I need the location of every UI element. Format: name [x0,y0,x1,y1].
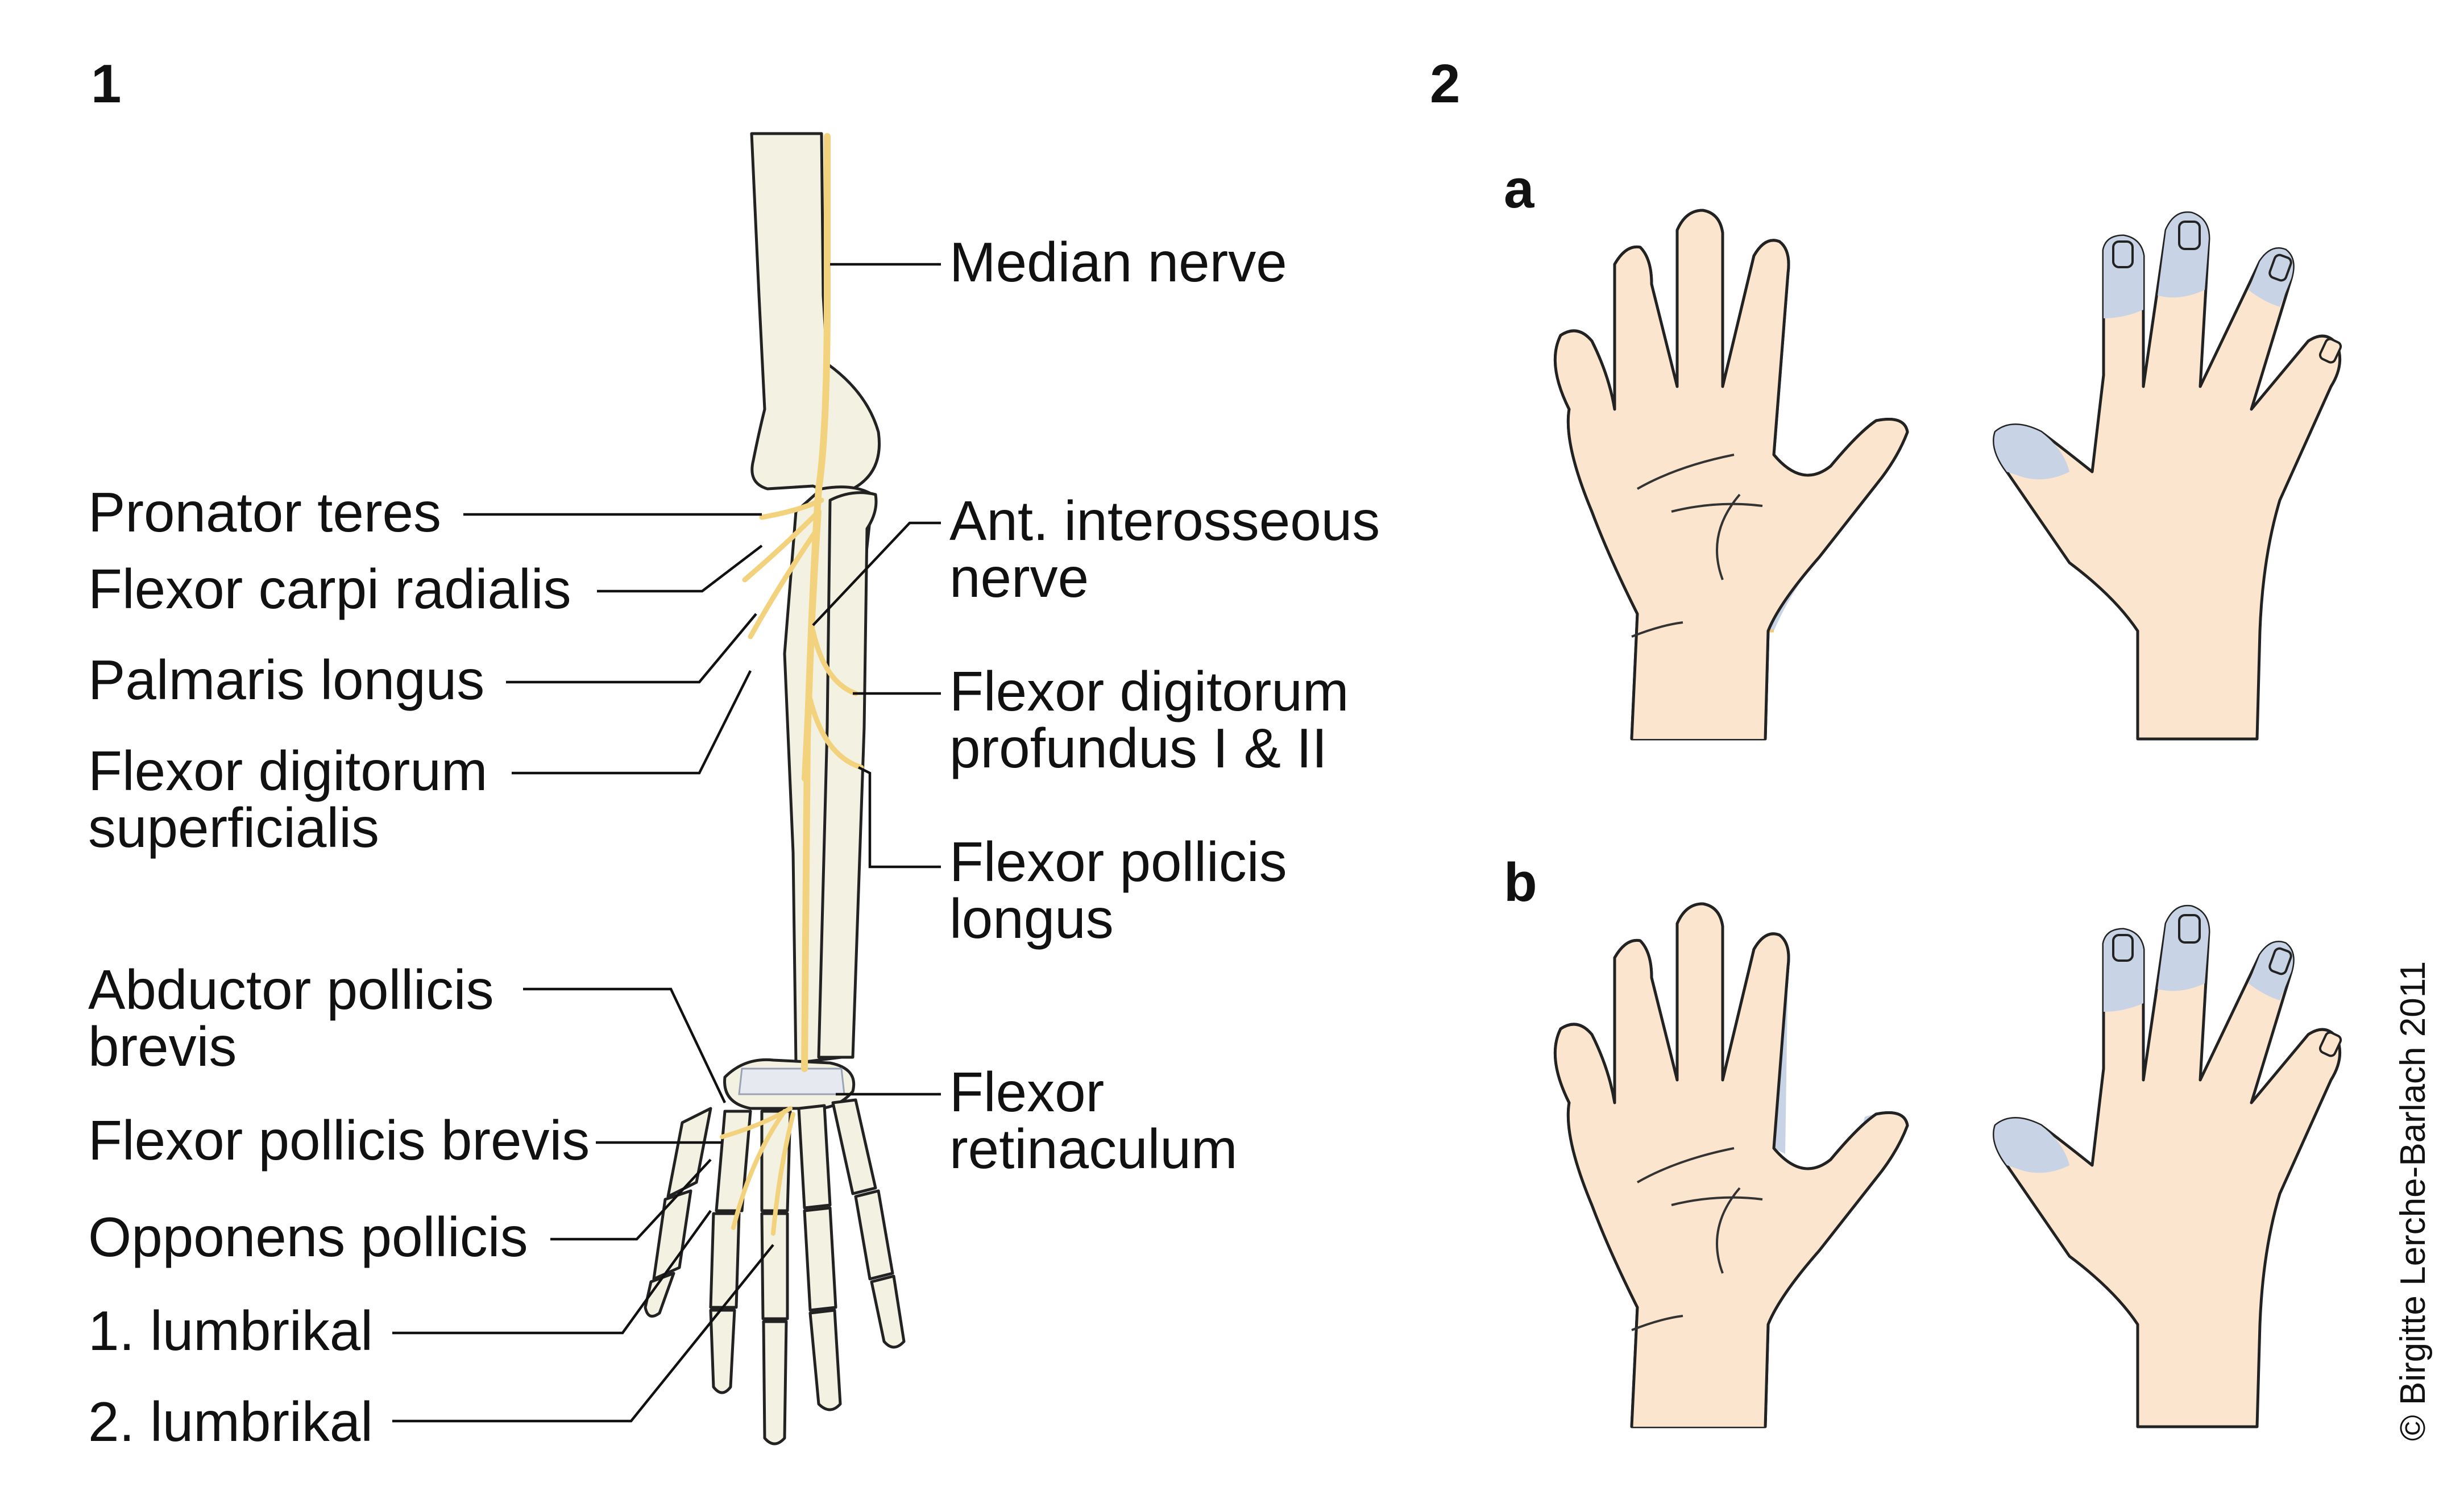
right-labels: Median nerve Ant. interosseous nerve Fle… [949,231,1380,1180]
label-ant-interosseous-2: nerve [949,546,1089,609]
label-flexor-pollicis-brevis: Flexor pollicis brevis [88,1109,590,1172]
humerus [750,132,881,493]
digital-branch-1 [731,1109,787,1230]
panel-label-a: a [1504,159,1534,219]
middle-tip [762,1320,788,1445]
thumb-metacarpal [666,1107,712,1198]
fpl-branch [807,696,864,770]
hand-b-dorsal [1993,904,2342,1428]
little-phalanx [854,1189,894,1281]
index-phalanx [709,1212,741,1309]
digital-branch-2 [771,1112,795,1236]
label-fdp-2: profundus I & II [949,717,1328,779]
middle-phalanx [760,1212,789,1320]
copyright-notice: © Birgitte Lerche-Barlach 2011 [2394,961,2433,1441]
hand-a-nail-little [2318,338,2342,364]
left-labels: Pronator teres Flexor carpi radialis Pal… [88,481,590,1453]
leader-palmaris-longus [506,613,757,684]
leader-opponens-pollicis [550,1158,712,1241]
label-pronator-teres: Pronator teres [88,481,441,543]
little-metacarpal [831,1098,877,1195]
hand-b-palm-crease-3 [1716,1187,1741,1274]
hand-b-nail-little [2318,1031,2342,1057]
fdp-branch [810,628,858,696]
label-palmaris-longus: Palmaris longus [88,649,484,711]
leader-flexor-carpi-radialis [597,545,763,593]
thumb-phalanx [652,1189,692,1281]
label-1-lumbrikal: 1. lumbrikal [88,1299,373,1362]
label-flexor-retinaculum-1: Flexor [949,1061,1104,1123]
thumb-tip [644,1272,675,1318]
pronator-teres-branch [759,497,824,520]
label-fpl-2: longus [949,887,1114,950]
ring-tip [808,1309,842,1411]
hand-a-wrist-crease [1631,621,1683,638]
hand-b-nail-middle [2178,914,2201,944]
palmaris-longus-branch [748,526,820,639]
label-flexor-carpi-radialis: Flexor carpi radialis [88,558,571,620]
panel-label-b: b [1504,852,1537,913]
anterior-interosseous-branch [802,509,822,782]
little-tip [870,1274,906,1349]
radius [817,491,878,1059]
label-fdp-1: Flexor digitorum [949,660,1349,722]
panel-label-2: 2 [1430,53,1460,114]
hand-a-nail-middle [2178,221,2201,250]
label-median-nerve: Median nerve [949,231,1287,293]
label-fpl-1: Flexor pollicis [949,830,1287,893]
ring-metacarpal [797,1104,832,1210]
label-flexor-retinaculum-2: retinaculum [949,1118,1238,1180]
label-flexor-digitorum-1: Flexor digitorum [88,740,488,802]
hand-a-dorsal [1993,211,2342,741]
hand-a-dorsal-thumb-zone [1994,425,2069,480]
forearm-bones [644,132,906,1445]
hand-b-dorsal-thumb-zone [1994,1118,2069,1173]
ring-phalanx [803,1206,837,1312]
hand-a-palmar-outline [1553,209,1909,740]
index-tip [709,1309,736,1394]
label-abductor-pollicis-2: brevis [88,1015,237,1078]
leader-flexor-digitorum-superficialis [512,670,752,775]
leader-2-lumbrikal [392,1244,774,1423]
label-opponens-pollicis: Opponens pollicis [88,1206,528,1268]
hand-a-nail-index [2112,240,2134,268]
hand-a-palm-crease-2 [1671,502,1763,513]
label-abductor-pollicis-1: Abductor pollicis [88,958,494,1021]
flexor-retinaculum-band [738,1067,845,1095]
label-flexor-digitorum-2: superficialis [88,796,379,859]
median-nerve-branches [720,133,864,1236]
hand-b-palm-crease-1 [1637,1147,1735,1183]
hand-b-palmar [1553,902,1909,1428]
flexor-carpi-radialis-branch [742,509,822,583]
hand-a-palmar [1553,209,1909,741]
hand-a-palm-crease-3 [1716,493,1741,580]
hand-b-nail-index [2112,934,2134,962]
leader-abductor-pollicis-brevis [523,987,727,1103]
label-2-lumbrikal: 2. lumbrikal [88,1390,373,1453]
leader-ant-interosseous [812,521,941,626]
hand-b-palm-crease-2 [1671,1196,1763,1206]
hand-b-nail-ring [2268,947,2292,975]
leader-1-lumbrikal [392,1210,712,1335]
label-ant-interosseous-1: Ant. interosseous [949,489,1380,552]
index-metacarpal [715,1110,752,1212]
hand-a-nail-ring [2268,254,2292,282]
leader-fpl [857,766,941,869]
hand-b-wrist-crease [1631,1315,1683,1331]
panel-label-1: 1 [91,53,121,114]
right-leader-lines [812,263,941,1096]
hand-b-palmar-outline [1553,902,1909,1427]
left-leader-lines [392,513,774,1423]
hand-a-palm-crease-1 [1637,454,1735,490]
